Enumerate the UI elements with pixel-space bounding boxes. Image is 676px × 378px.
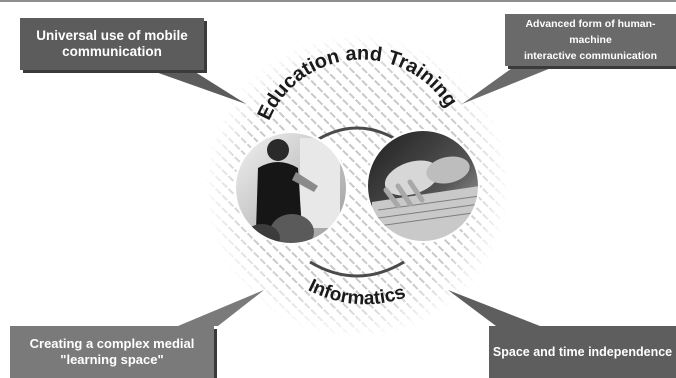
arc-lower	[309, 260, 405, 278]
pointer-bottom-left	[178, 290, 264, 326]
callout-space-time-independence-text: Space and time independence	[492, 345, 673, 359]
pointer-top-right	[462, 66, 556, 104]
callout-mobile-communication: Universal use of mobile communication	[20, 18, 204, 70]
callout-learning-space: Creating a complex medial "learning spac…	[10, 326, 214, 378]
right-photo-ring	[366, 129, 480, 243]
pointer-top-left	[150, 70, 246, 104]
callout-human-machine-communication: Advanced form of human-machine interacti…	[505, 14, 676, 66]
top-divider-line	[0, 0, 676, 2]
left-photo-ring	[234, 131, 348, 245]
callout-human-machine-communication-text: Advanced form of human-machine interacti…	[523, 18, 658, 62]
pointer-bottom-right	[448, 290, 540, 326]
person-presenting-photo	[235, 132, 347, 244]
callout-mobile-communication-text: Universal use of mobile communication	[36, 28, 188, 59]
hatched-background	[205, 34, 509, 338]
callout-learning-space-text: Creating a complex medial "learning spac…	[29, 336, 195, 367]
hands-typing-keyboard-photo	[367, 130, 479, 242]
callout-space-time-independence: Space and time independence	[489, 326, 676, 378]
